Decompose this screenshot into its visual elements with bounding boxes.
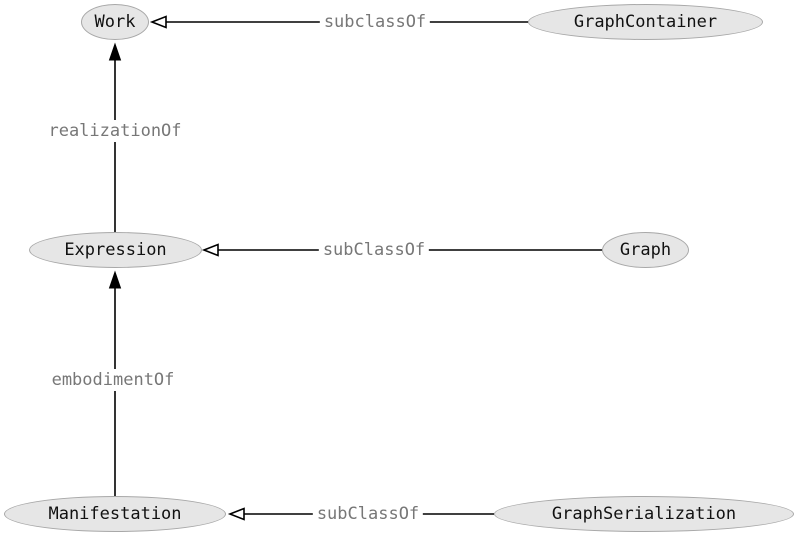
node-manifestation[interactable]: Manifestation [4, 496, 226, 532]
edge-label-subclassof: subClassOf [318, 239, 430, 261]
node-work[interactable]: Work [81, 4, 149, 40]
hollow-arrowhead-icon [201, 243, 219, 257]
node-graph-serialization[interactable]: GraphSerialization [494, 496, 794, 532]
edge-label-subclassof: subclassOf [319, 11, 431, 33]
hollow-arrowhead-icon [149, 15, 167, 29]
node-graph-container[interactable]: GraphContainer [528, 4, 763, 40]
node-graph[interactable]: Graph [602, 232, 689, 268]
hollow-arrowhead-icon [227, 507, 245, 521]
node-expression[interactable]: Expression [29, 232, 202, 268]
edge-label-embodimentof: embodimentOf [47, 369, 179, 391]
edge-label-subclassof: subClassOf [312, 503, 424, 525]
filled-arrowhead-icon [108, 42, 122, 61]
filled-arrowhead-icon [108, 270, 122, 289]
edge-label-realizationof: realizationOf [44, 120, 186, 142]
